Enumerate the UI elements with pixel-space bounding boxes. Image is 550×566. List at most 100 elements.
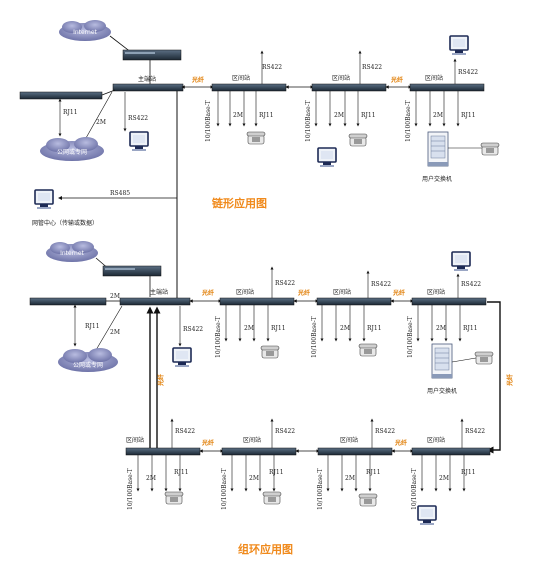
main-station-ring: 主端站 xyxy=(119,288,191,306)
eth-ring-2: 10/100Base-T xyxy=(311,316,318,358)
internet-label-ring: Internet xyxy=(60,250,84,257)
rj11-ring-1: RJ11 xyxy=(271,325,286,332)
rj11-ring-4: RJ11 xyxy=(174,469,189,476)
router-left-ring xyxy=(29,297,107,306)
rj11-ring-7: RJ11 xyxy=(461,469,476,476)
2m-chain-2: 2M xyxy=(334,112,344,119)
phone-ring-5 xyxy=(262,491,282,505)
nms-monitor xyxy=(34,189,54,210)
nms-center-label: 网管中心（传输或数据） xyxy=(32,219,98,227)
monitor-ring-3 xyxy=(451,251,471,272)
section-station-ring-2: 区间站 xyxy=(316,288,392,306)
section-label-ring-7: 区间站 xyxy=(427,436,445,444)
rs422-ring-6: RS422 xyxy=(375,428,395,435)
server-device-top xyxy=(122,49,182,61)
user-exchange-label-ring: 用户交换机 xyxy=(427,387,457,395)
fiber-label-chain-2: 光纤 xyxy=(390,76,403,84)
section-label-ring-1: 区间站 xyxy=(236,288,254,296)
rs422-ring-7: RS422 xyxy=(465,428,485,435)
phone-ring-6 xyxy=(358,493,378,507)
phone-ring-2 xyxy=(358,343,378,357)
section-label-chain-1: 区间站 xyxy=(232,74,250,82)
main-station-chain: 主端站 xyxy=(112,75,184,92)
section-label-ring-3: 区间站 xyxy=(427,288,445,296)
rj11-label-ring: RJ11 xyxy=(85,323,100,330)
eth-chain-2: 10/100Base-T xyxy=(305,100,312,142)
phone-chain-1 xyxy=(246,131,266,145)
eth-ring-5: 10/100Base-T xyxy=(221,468,228,510)
fiber-label-ring-4: 光纤 xyxy=(201,439,214,447)
user-exchange-chain xyxy=(427,131,449,167)
eth-ring-3: 10/100Base-T xyxy=(407,316,414,358)
section-station-ring-5: 区间站 xyxy=(221,436,297,456)
rj11-ring-3: RJ11 xyxy=(463,325,478,332)
section-label-ring-2: 区间站 xyxy=(333,288,351,296)
chain-title: 链形应用图 xyxy=(212,196,267,210)
rs422-main-chain: RS422 xyxy=(128,115,148,122)
eth-ring-4: 10/100Base-T xyxy=(127,468,134,510)
rs422-main-ring: RS422 xyxy=(183,326,203,333)
eth-ring-1: 10/100Base-T xyxy=(215,316,222,358)
section-label-chain-3: 区间站 xyxy=(425,74,443,82)
section-station-ring-4: 区间站 xyxy=(125,436,201,456)
eth-ring-6: 10/100Base-T xyxy=(317,468,324,510)
router-left-chain xyxy=(19,91,103,100)
rs485-label: RS485 xyxy=(110,190,130,197)
rs422-ring-2: RS422 xyxy=(371,281,391,288)
phone-ring-3 xyxy=(474,351,494,365)
rj11-label-chain: RJ11 xyxy=(63,109,78,116)
rj11-chain-2: RJ11 xyxy=(361,112,376,119)
section-station-chain-1: 区间站 xyxy=(211,74,287,92)
2m-ring-4: 2M xyxy=(146,475,156,482)
fiber-label-ring-2: 光纤 xyxy=(297,289,310,297)
rj11-ring-5: RJ11 xyxy=(269,469,284,476)
rj11-chain-3: RJ11 xyxy=(461,112,476,119)
fiber-label-ring-left: 光纤 xyxy=(157,374,165,387)
rs422-ring-4: RS422 xyxy=(175,428,195,435)
public-net-cloud-chain: 公网或专网 xyxy=(40,137,104,161)
2m-label-ring: 2M xyxy=(110,329,120,336)
rs422-chain-2: RS422 xyxy=(362,64,382,71)
section-label-chain-2: 区间站 xyxy=(332,74,350,82)
section-station-ring-3: 区间站 xyxy=(411,288,487,306)
fiber-label-ring-1: 光纤 xyxy=(201,289,214,297)
fiber-label-chain-1: 光纤 xyxy=(191,76,204,84)
internet-cloud-top: Internet xyxy=(59,20,111,41)
ring-fiber-right xyxy=(486,301,501,454)
rs422-ring-3: RS422 xyxy=(461,281,481,288)
section-label-ring-4: 区间站 xyxy=(126,436,144,444)
rj11-ring-6: RJ11 xyxy=(366,469,381,476)
rj11-ring-2: RJ11 xyxy=(367,325,382,332)
rs422-chain-3: RS422 xyxy=(458,69,478,76)
rs422-chain-1: RS422 xyxy=(262,64,282,71)
2m-chain-1: 2M xyxy=(233,112,243,119)
server-device-ring xyxy=(102,265,162,277)
section-station-ring-1: 区间站 xyxy=(219,288,295,306)
section-station-chain-3: 区间站 xyxy=(409,74,485,92)
phone-chain-3 xyxy=(480,142,500,156)
main-station-label: 主端站 xyxy=(138,75,156,83)
section-station-ring-7: 区间站 xyxy=(411,436,491,456)
2m-chain-3: 2M xyxy=(433,112,443,119)
user-exchange-label-chain: 用户交换机 xyxy=(422,175,452,183)
2m-ring-7: 2M xyxy=(439,475,449,482)
section-station-ring-6: 区间站 xyxy=(317,436,393,456)
eth-chain-3: 10/100Base-T xyxy=(405,100,412,142)
monitor-main-ring xyxy=(172,347,192,368)
2m-ring-3: 2M xyxy=(436,325,446,332)
eth-chain-1: 10/100Base-T xyxy=(205,100,212,142)
2m-ring-5: 2M xyxy=(249,475,259,482)
monitor-chain-2 xyxy=(317,147,337,168)
2m-label-chain: 2M xyxy=(96,119,106,126)
phone-ring-4 xyxy=(164,491,184,505)
section-station-chain-2: 区间站 xyxy=(311,74,387,92)
monitor-chain-3 xyxy=(449,35,469,56)
public-net-cloud-ring: 公网或专网 xyxy=(58,348,118,372)
public-net-label-ring: 公网或专网 xyxy=(73,361,103,369)
2m-ring-1: 2M xyxy=(244,325,254,332)
user-exchange-ring xyxy=(431,343,453,379)
monitor-main-chain xyxy=(129,131,149,152)
phone-ring-1 xyxy=(260,345,280,359)
2m-ring-6: 2M xyxy=(345,475,355,482)
